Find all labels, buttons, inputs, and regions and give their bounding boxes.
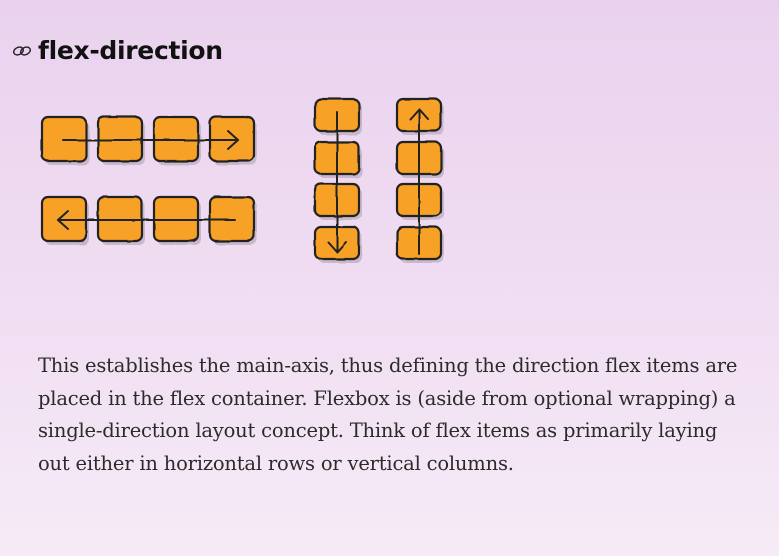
section-title: flex-direction xyxy=(38,36,223,65)
link-icon[interactable] xyxy=(12,44,32,58)
section-heading: flex-direction xyxy=(12,36,223,65)
column-example xyxy=(313,97,362,263)
section-description: This establishes the main-axis, thus def… xyxy=(38,354,738,475)
row-example xyxy=(40,115,257,165)
flex-direction-diagram xyxy=(40,97,444,263)
column-reverse-example xyxy=(395,97,444,263)
row-reverse-example xyxy=(40,195,257,245)
